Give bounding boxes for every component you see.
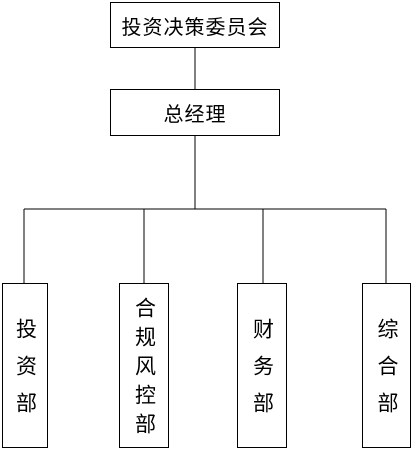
general-manager-label: 总经理	[163, 102, 227, 126]
dept-box-investment: 投资部	[2, 283, 48, 448]
dept-label-finance: 财务部	[250, 318, 275, 429]
dept-box-general: 综合部	[362, 283, 411, 448]
investment-committee-box: 投资决策委员会	[110, 2, 280, 48]
dept-box-compliance: 合规风控部	[119, 283, 169, 448]
dept-label-investment: 投资部	[13, 318, 38, 429]
investment-committee-label: 投资决策委员会	[121, 14, 269, 39]
dept-label-general: 综合部	[375, 318, 399, 429]
dept-label-compliance: 合规风控部	[132, 297, 157, 442]
general-manager-box: 总经理	[110, 89, 280, 136]
dept-box-finance: 财务部	[237, 283, 287, 448]
